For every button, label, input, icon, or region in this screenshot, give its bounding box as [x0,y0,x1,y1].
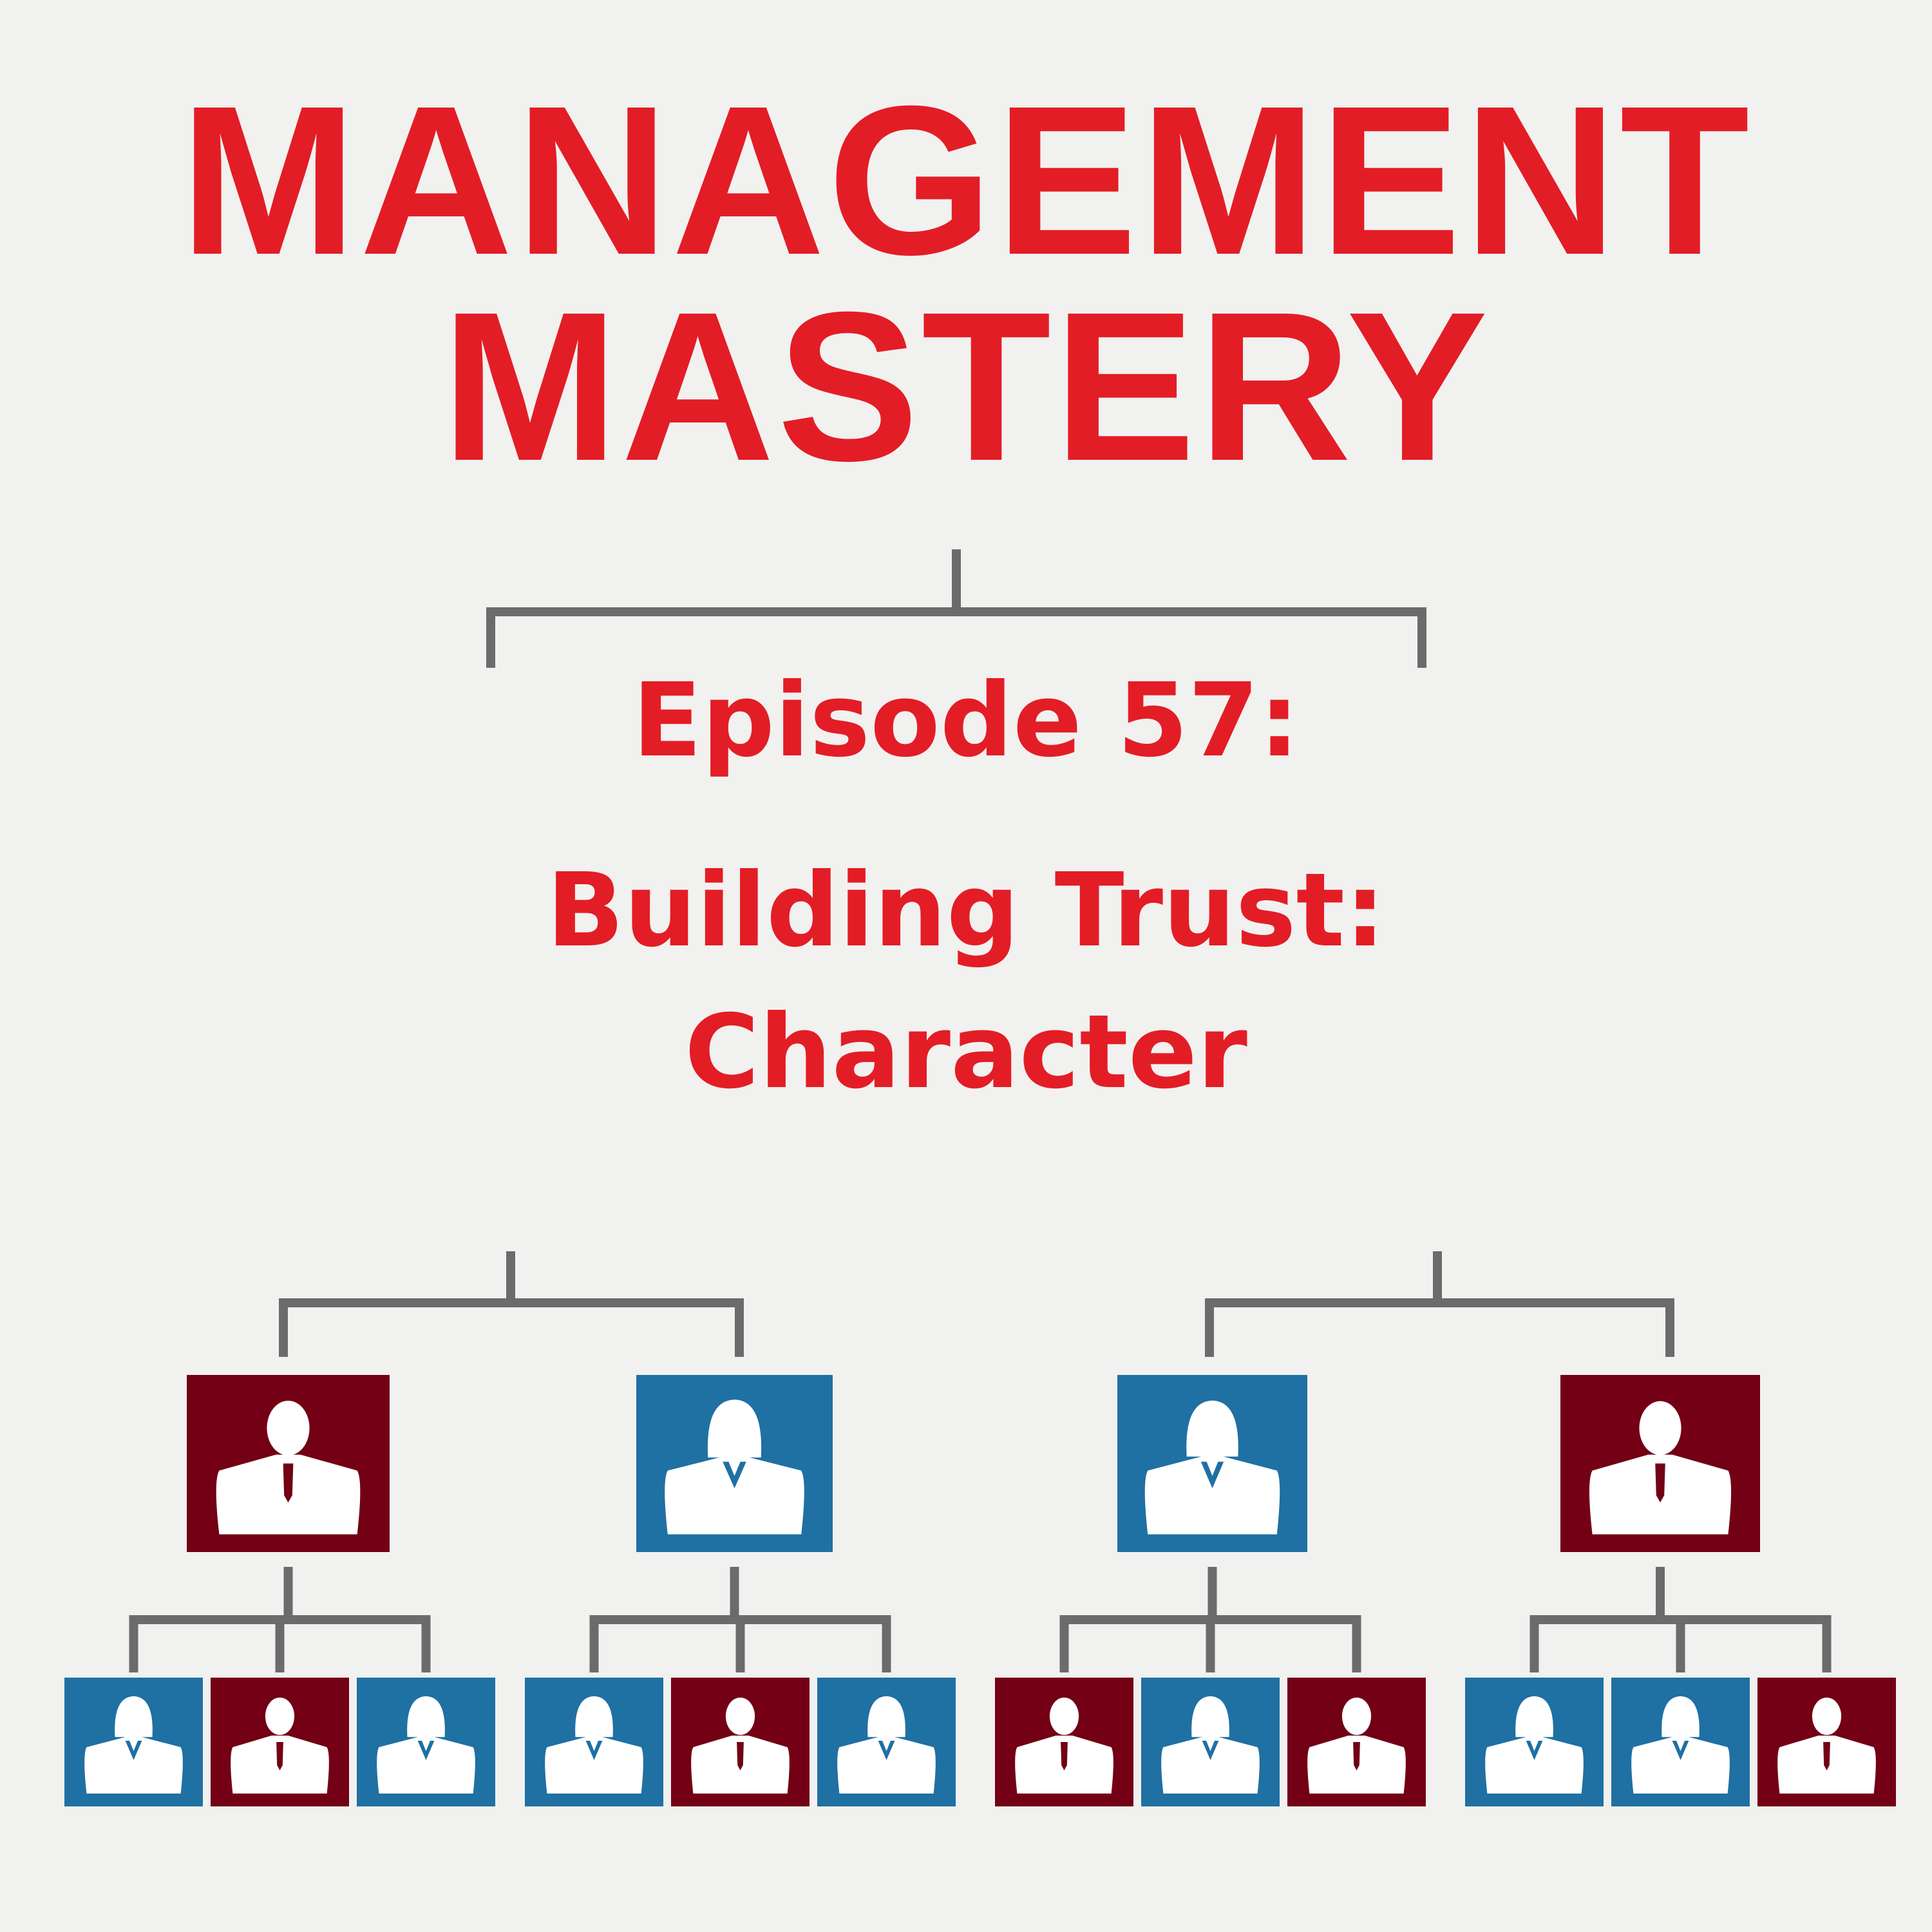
report-card-4-1 [1465,1678,1604,1806]
org-chart-boxes [64,1375,1896,1806]
manager-card-3 [1117,1375,1307,1552]
episode-topic-line-1: Building Trust: [546,851,1386,970]
collar-detail [878,1741,895,1760]
manager-card-4 [1560,1375,1760,1552]
report-card-3-2 [1141,1678,1280,1806]
report-card-4-2 [1611,1678,1750,1806]
tie-detail [276,1742,283,1770]
episode-number: Episode 57: [632,661,1300,780]
female-person-icon [1485,1696,1584,1794]
female-person-icon [665,1399,804,1535]
report-card-3-3 [1287,1678,1426,1806]
female-person-icon [1161,1696,1260,1794]
collar-detail [1526,1741,1543,1760]
collar-detail [723,1461,746,1488]
female-person-icon [377,1696,475,1794]
tie-detail [1655,1463,1665,1502]
collar-detail [1672,1741,1689,1760]
collar-detail [125,1741,142,1760]
collar-detail [1202,1741,1219,1760]
report-card-2-1 [525,1678,663,1806]
female-person-icon [1144,1400,1280,1535]
org-chart-connectors [129,549,1832,1672]
tie-detail [1353,1742,1360,1770]
tie-detail [737,1742,744,1770]
tie-detail [1823,1742,1830,1770]
female-person-icon [1631,1696,1730,1794]
manager-card-2 [636,1375,833,1552]
report-card-1-2 [211,1678,349,1806]
manager-card-1 [187,1375,390,1552]
report-card-1-3 [357,1678,495,1806]
collar-detail [1200,1461,1224,1488]
report-card-2-2 [671,1678,810,1806]
female-person-icon [84,1696,183,1794]
tie-detail [283,1463,294,1502]
female-person-icon [545,1696,643,1794]
title-line-2: MASTERY [441,267,1491,505]
report-card-4-3 [1757,1678,1896,1806]
report-card-1-1 [64,1678,203,1806]
collar-detail [585,1741,603,1760]
collar-detail [417,1741,435,1760]
report-card-2-3 [817,1678,956,1806]
title-line-1: MANAGEMENT [180,61,1752,299]
episode-topic-line-2: Character [685,993,1247,1112]
tie-detail [1061,1742,1068,1770]
female-person-icon [837,1696,936,1794]
report-card-3-1 [995,1678,1133,1806]
